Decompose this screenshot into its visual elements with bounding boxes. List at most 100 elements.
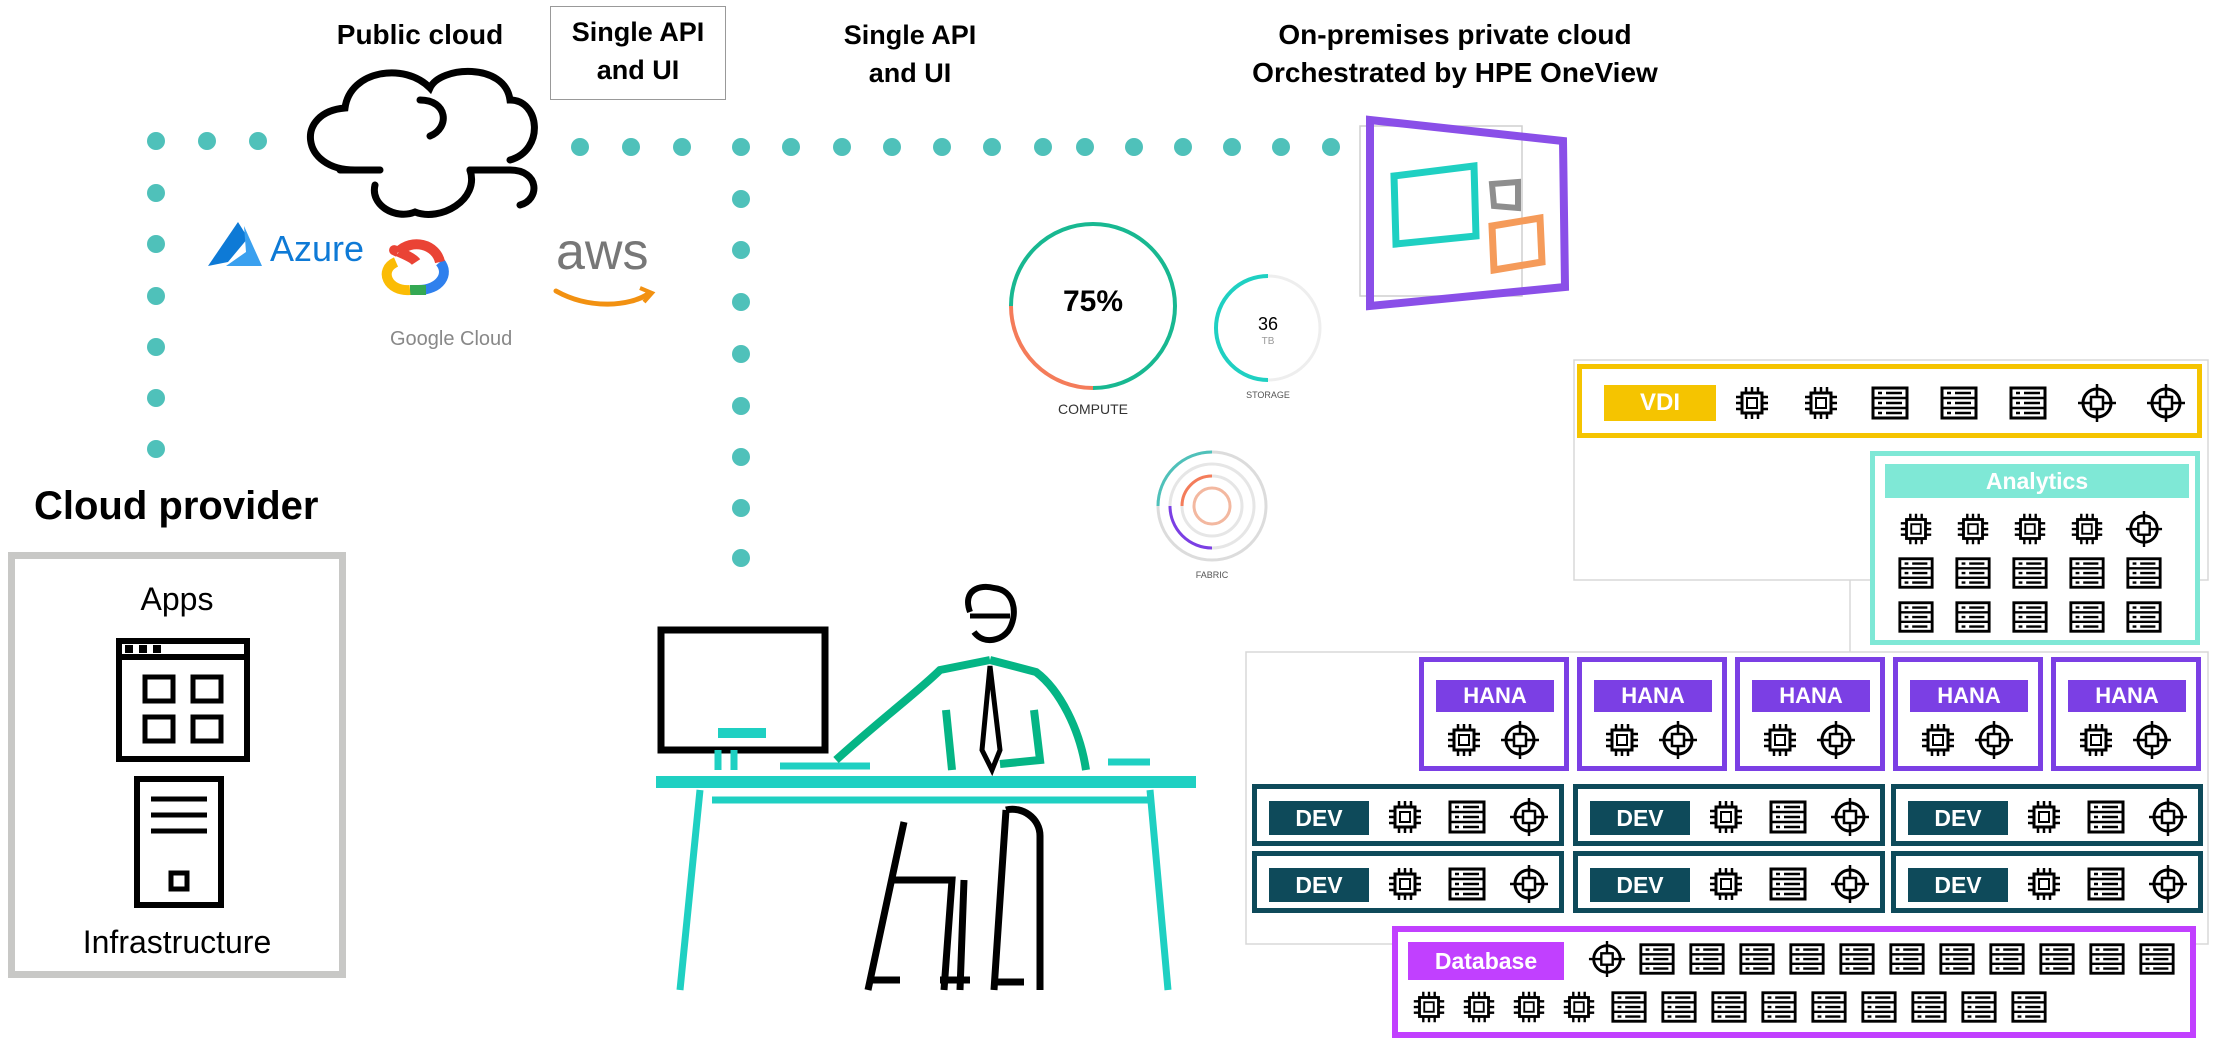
rack-component	[1385, 797, 1425, 837]
storage-array-icon	[1940, 386, 1978, 420]
rack-component	[2068, 554, 2106, 592]
network-node-icon	[2147, 384, 2185, 422]
rack-component	[1768, 797, 1808, 837]
compute-gauge-label: COMPUTE	[1058, 401, 1128, 417]
storage-array-icon	[2069, 557, 2105, 589]
cpu-chip-icon	[1805, 387, 1837, 419]
storage-array-icon	[1871, 386, 1909, 420]
rack-component	[1910, 988, 1948, 1026]
public-cloud-title: Public cloud	[336, 19, 504, 50]
storage-array-icon	[1769, 800, 1807, 834]
rack-component	[1509, 797, 1549, 837]
storage-array-icon	[2139, 943, 2175, 975]
cpu-chip-icon	[1736, 387, 1768, 419]
rack-component	[1444, 720, 1484, 760]
dev-tag: DEV	[1908, 801, 2008, 835]
rack-component	[1500, 720, 1540, 760]
rack-component	[2011, 510, 2049, 548]
rack-component	[2146, 383, 2186, 423]
rack-component	[2088, 940, 2126, 978]
network-node-icon	[1659, 721, 1697, 759]
cpu-chip-icon	[2014, 513, 2046, 545]
storage-array-icon	[1639, 943, 1675, 975]
dev-tag: DEV	[1908, 868, 2008, 902]
hana-rack: HANA	[1577, 657, 1727, 771]
apps-window-icon	[116, 638, 250, 762]
google-cloud-logo-text: Google Cloud	[390, 328, 513, 350]
analytics-tag: Analytics	[1885, 464, 2189, 498]
rack-component	[2125, 598, 2163, 636]
cloud-provider-title: Cloud provider	[34, 484, 319, 528]
rack-component	[1897, 554, 1935, 592]
rack-component	[1410, 988, 1448, 1026]
network-node-icon	[2133, 721, 2171, 759]
storage-array-icon	[1611, 991, 1647, 1023]
network-node-icon	[1588, 940, 1626, 978]
rack-component	[1954, 510, 1992, 548]
dev-rack: DEV	[1573, 784, 1885, 846]
apps-infrastructure-icons	[116, 638, 250, 908]
hana-rack: HANA	[1419, 657, 1569, 771]
azure-logo-icon	[208, 222, 262, 266]
storage-array-icon	[1769, 867, 1807, 901]
dev-rack: DEV	[1891, 784, 2203, 846]
database-tag: Database	[1408, 942, 1564, 980]
rack-component	[1447, 864, 1487, 904]
dev-tag: DEV	[1269, 801, 1369, 835]
compute-gauge-value: 75%	[1062, 285, 1124, 318]
fabric-gauge	[1156, 450, 1268, 562]
rack-component	[1860, 988, 1898, 1026]
rack-component	[1810, 988, 1848, 1026]
rack-component	[1897, 510, 1935, 548]
rack-component	[2011, 554, 2049, 592]
rack-component	[2038, 940, 2076, 978]
hana-rack: HANA	[1735, 657, 1885, 771]
rack-component	[1660, 988, 1698, 1026]
rack-component	[1974, 720, 2014, 760]
dev-rack: DEV	[1573, 851, 1885, 913]
hana-rack: HANA	[1893, 657, 2043, 771]
rack-component	[1460, 988, 1498, 1026]
rack-component	[1788, 940, 1826, 978]
network-node-icon	[1831, 798, 1869, 836]
cpu-chip-icon	[2080, 724, 2112, 756]
hana-tag: HANA	[1910, 680, 2028, 712]
rack-component	[1658, 720, 1698, 760]
rack-component	[1510, 988, 1548, 1026]
rack-component	[1897, 598, 1935, 636]
rack-component	[2010, 988, 2048, 1026]
network-node-icon	[1817, 721, 1855, 759]
rack-component	[1801, 383, 1841, 423]
rack-component	[1838, 940, 1876, 978]
storage-array-icon	[2069, 601, 2105, 633]
rack-component	[1918, 720, 1958, 760]
database-rack: Database	[1392, 926, 2196, 1038]
hpe-oneview-icon	[1359, 115, 1570, 311]
rack-component	[2011, 598, 2049, 636]
hana-tag: HANA	[1594, 680, 1712, 712]
storage-array-icon	[1711, 991, 1747, 1023]
storage-array-icon	[2012, 601, 2048, 633]
cloud-provider-box: Apps Infrastructure	[8, 552, 346, 978]
single-api-ui-boxed-title: Single API and UI	[550, 6, 726, 100]
network-node-icon	[2149, 865, 2187, 903]
storage-array-icon	[1989, 943, 2025, 975]
analytics-rack: Analytics	[1870, 451, 2200, 645]
cpu-chip-icon	[1389, 801, 1421, 833]
hana-tag: HANA	[1436, 680, 1554, 712]
storage-array-icon	[1448, 800, 1486, 834]
storage-array-icon	[2087, 867, 2125, 901]
hana-tag: HANA	[2068, 680, 2186, 712]
fabric-gauge-label: FABRIC	[1195, 570, 1229, 580]
network-node-icon	[1501, 721, 1539, 759]
rack-component	[1385, 864, 1425, 904]
storage-gauge-value: 36	[1257, 314, 1279, 334]
storage-array-icon	[2089, 943, 2125, 975]
storage-array-icon	[1739, 943, 1775, 975]
hana-rack: HANA	[2051, 657, 2201, 771]
storage-array-icon	[1961, 991, 1997, 1023]
rack-component	[2008, 383, 2048, 423]
cpu-chip-icon	[1513, 991, 1545, 1023]
rack-component	[1830, 797, 1870, 837]
cpu-chip-icon	[1463, 991, 1495, 1023]
